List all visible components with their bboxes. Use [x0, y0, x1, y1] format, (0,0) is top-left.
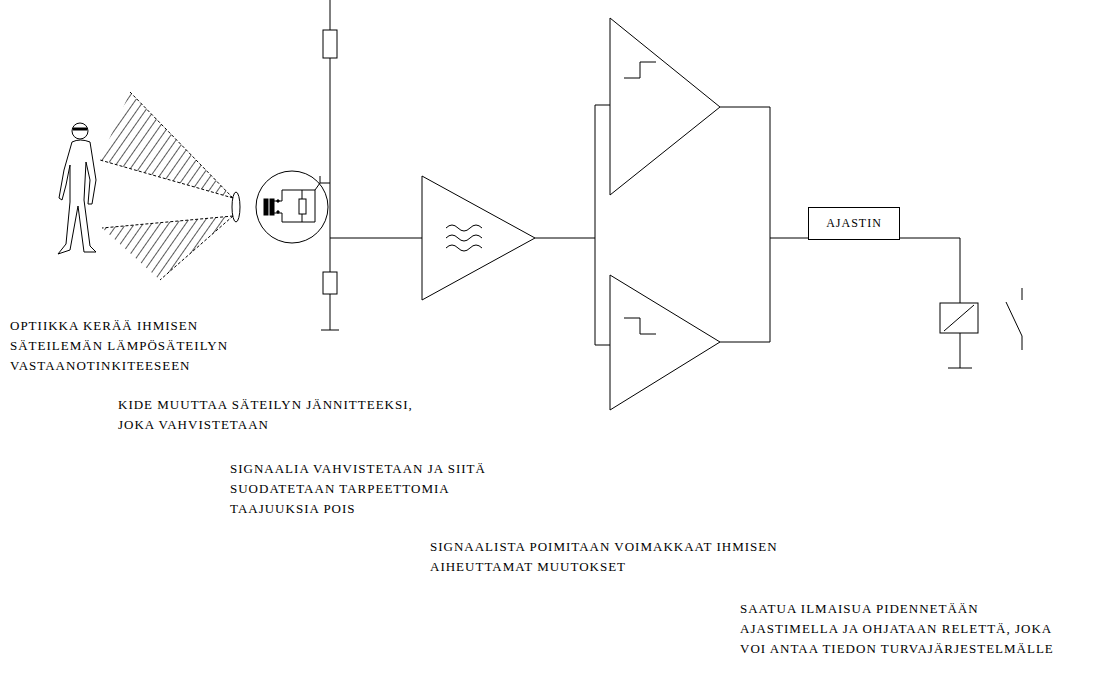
lens: [232, 192, 240, 222]
filter-amplifier: [330, 176, 595, 300]
caption-note: SIGNAALISTA POIMITAAN VOIMAKKAAT IHMISEN…: [430, 537, 815, 577]
detection-zone: [100, 92, 233, 280]
relay: [900, 238, 1022, 368]
resistor-symbol: [321, 0, 339, 330]
caption-note: KIDE MUUTTAA SÄTEILYN JÄNNITTEEKSI, JOKA…: [118, 395, 448, 435]
caption-note: SIGNAALIA VAHVISTETAAN JA SIITÄ SUODATET…: [230, 459, 542, 519]
block-title: AJASTIN: [818, 212, 890, 235]
pir-sensor: [256, 171, 330, 243]
caption-note: OPTIIKKA KERÄÄ IHMISEN SÄTEILEMÄN LÄMPÖS…: [10, 316, 285, 376]
person-figure: [58, 123, 96, 254]
caption-note: SAATUA ILMAISUA PIDENNETÄÄN AJASTIMELLA …: [740, 599, 1062, 659]
comparator: [595, 18, 808, 410]
timer-box: AJASTIN: [808, 207, 900, 240]
